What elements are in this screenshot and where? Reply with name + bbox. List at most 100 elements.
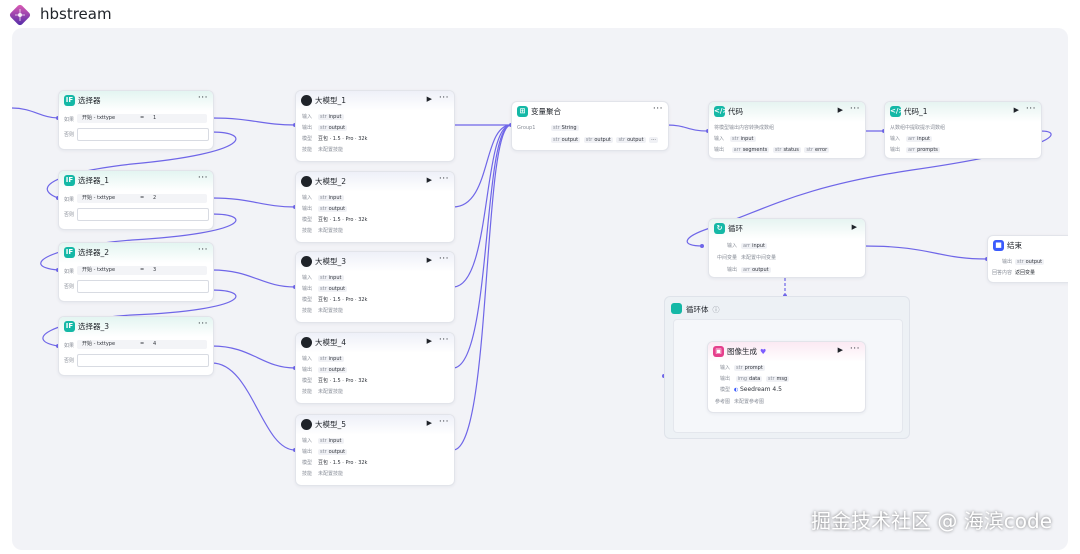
selector-node[interactable]: IF 选择器_2 ··· 如果 开始 - txttype = 3 否则 (58, 242, 214, 302)
premium-badge-icon: ♥ (760, 348, 767, 356)
model-icon (301, 95, 312, 106)
more-icon[interactable]: ··· (1025, 104, 1036, 114)
model-icon (301, 176, 312, 187)
run-icon[interactable]: ▶ (1013, 106, 1019, 114)
more-icon[interactable]: ··· (438, 254, 449, 264)
if-icon: IF (64, 321, 75, 332)
end-icon: ■ (993, 240, 1004, 251)
selector-node[interactable]: IF 选择器_3 ··· 如果 开始 - txttype = 4 否则 (58, 316, 214, 376)
run-icon[interactable]: ▶ (426, 176, 432, 184)
output-label: 输出 (302, 286, 313, 292)
run-icon[interactable]: ▶ (426, 419, 432, 427)
condition-left: 开始 - txttype (82, 341, 116, 347)
node-title: 大模型_5 (315, 420, 347, 429)
info-icon[interactable]: ⓘ (712, 306, 720, 314)
condition-row[interactable]: 开始 - txttype = 1 (77, 114, 207, 123)
input-label: 输入 (302, 114, 313, 120)
top-bar: hbstream (0, 0, 1080, 28)
selector-node[interactable]: IF 选择器_1 ··· 如果 开始 - txttype = 2 否则 (58, 170, 214, 230)
skill-value: 未配置技能 (318, 389, 344, 395)
run-icon[interactable]: ▶ (837, 346, 843, 354)
image-icon: ▣ (713, 346, 724, 357)
condition-row[interactable]: 开始 - txttype = 3 (77, 266, 207, 275)
more-icon[interactable]: ··· (849, 344, 860, 354)
ref-label: 参考图 (714, 399, 730, 405)
code-icon: </> (890, 106, 905, 117)
edge (452, 124, 512, 208)
run-icon[interactable]: ▶ (426, 256, 432, 264)
group-label: Group1 (517, 125, 536, 131)
condition-op: = (140, 195, 145, 201)
else-box[interactable] (77, 280, 209, 293)
more-icon[interactable]: ··· (197, 93, 208, 103)
output-label: 输出 (302, 449, 313, 455)
loop-icon: ↻ (714, 223, 725, 234)
more-icon[interactable]: ··· (197, 245, 208, 255)
condition-row[interactable]: 开始 - txttype = 4 (77, 340, 207, 349)
node-title: 选择器_2 (78, 248, 110, 257)
model-label: 模型 (719, 387, 730, 393)
node-title: 大模型_3 (315, 257, 347, 266)
more-icon[interactable]: ··· (849, 104, 860, 114)
node-title: 代码_1 (904, 107, 928, 116)
selector-node[interactable]: IF 选择器 ··· 如果 开始 - txttype = 1 否则 (58, 90, 214, 150)
more-tag[interactable]: ··· (649, 137, 658, 143)
more-icon[interactable]: ··· (197, 319, 208, 329)
input-label: 输入 (302, 438, 313, 444)
answer-value: 返回变量 (1015, 270, 1036, 276)
more-icon[interactable]: ··· (438, 93, 449, 103)
model-name: 豆包 · 1.5 · Pro · 32k (318, 217, 368, 223)
run-icon[interactable]: ▶ (851, 223, 857, 231)
run-icon[interactable]: ▶ (426, 95, 432, 103)
output-label: 输出 (1001, 259, 1012, 265)
condition-row[interactable]: 开始 - txttype = 2 (77, 194, 207, 203)
input-label: 输入 (302, 275, 313, 281)
run-icon[interactable]: ▶ (837, 106, 843, 114)
code-icon: </> (714, 106, 729, 117)
model-name: 豆包 · 1.5 · Pro · 32k (318, 136, 368, 142)
else-label: 否则 (64, 358, 75, 364)
node-title: 选择器 (78, 96, 101, 105)
if-label: 如果 (64, 117, 75, 123)
run-icon[interactable]: ▶ (426, 337, 432, 345)
else-box[interactable] (77, 208, 209, 221)
skill-value: 未配置技能 (318, 471, 344, 477)
condition-left: 开始 - txttype (82, 115, 116, 121)
if-label: 如果 (64, 269, 75, 275)
edge (211, 345, 296, 369)
workflow-canvas[interactable]: IF 选择器 ··· 如果 开始 - txttype = 1 否则 IF 选择器… (12, 28, 1068, 550)
edge (42, 289, 237, 347)
else-box[interactable] (77, 354, 209, 367)
more-icon[interactable]: ··· (652, 104, 663, 114)
more-icon[interactable]: ··· (438, 417, 449, 427)
model-name: 豆包 · 1.5 · Pro · 32k (318, 378, 368, 384)
condition-left: 开始 - txttype (82, 195, 116, 201)
more-icon[interactable]: ··· (438, 335, 449, 345)
more-icon[interactable]: ··· (197, 173, 208, 183)
else-box[interactable] (77, 128, 209, 141)
edges-layer (12, 107, 1052, 452)
skill-value: 未配置技能 (318, 308, 344, 314)
more-icon[interactable]: ··· (438, 174, 449, 184)
output-label: 输出 (890, 147, 901, 153)
condition-left: 开始 - txttype (82, 267, 116, 273)
node-description: 将模型输出内容转换成数组 (714, 125, 775, 131)
node-title: 大模型_4 (315, 338, 347, 347)
else-label: 否则 (64, 132, 75, 138)
